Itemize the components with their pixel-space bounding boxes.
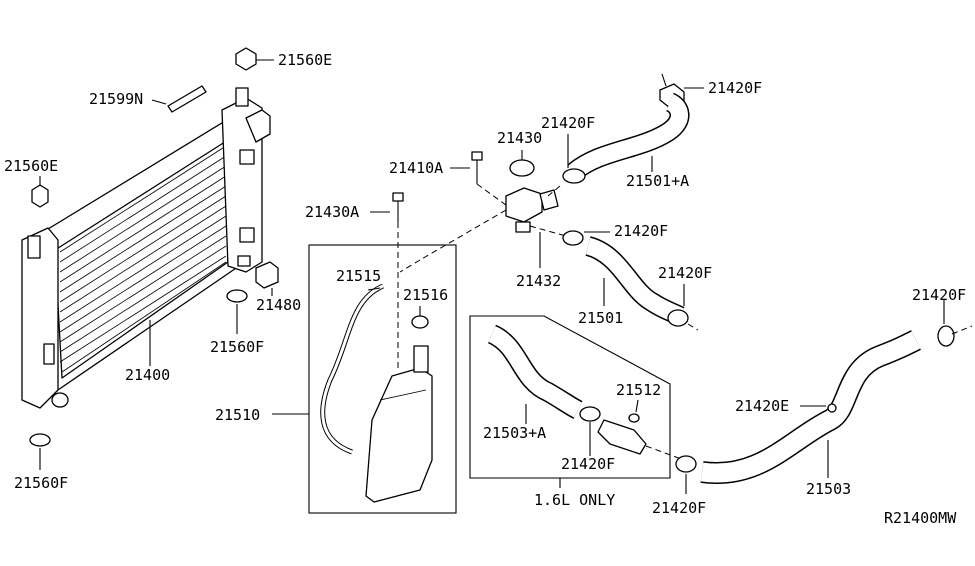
clamp-21420f-hose-end — [667, 284, 689, 327]
label-21430a: 21430A — [305, 203, 359, 221]
label-21420e: 21420E — [735, 397, 789, 415]
label-21599n: 21599N — [89, 90, 143, 108]
label-21480: 21480 — [256, 296, 301, 314]
reservoir-tank-21510 — [365, 345, 433, 503]
reservoir-box — [308, 244, 457, 514]
clamp-21420e — [800, 403, 837, 413]
bolt-21410a — [450, 151, 483, 184]
label-21400: 21400 — [125, 366, 170, 384]
label-21503: 21503 — [806, 480, 851, 498]
label-1-6l-only: 1.6L ONLY — [534, 491, 615, 509]
clamp-21420f-right — [937, 300, 955, 347]
bolt-21430a — [370, 192, 404, 222]
grommet-21560e-top — [235, 47, 274, 71]
mount-rubber-21560f-bottom — [29, 433, 51, 470]
label-21560f-mid: 21560F — [210, 338, 264, 356]
bracket-21480 — [255, 261, 279, 296]
mount-rubber-21560f-mid — [226, 289, 248, 334]
clamp-21420f-upper — [562, 134, 586, 184]
pipe-21512 — [597, 399, 647, 455]
seal-strip-21599n — [151, 85, 207, 113]
label-21420f-lower: 21420F — [652, 499, 706, 517]
radiator-cap-21430 — [509, 150, 535, 177]
label-21420f-hose-end: 21420F — [658, 264, 712, 282]
gasket-21432 — [515, 221, 541, 268]
label-21560e-top: 21560E — [278, 51, 332, 69]
label-21560e-left: 21560E — [4, 157, 58, 175]
reservoir-cap-21516 — [411, 306, 429, 329]
label-21420f-right: 21420F — [912, 286, 966, 304]
label-21515: 21515 — [336, 267, 381, 285]
label-21510: 21510 — [215, 406, 260, 424]
clamp-21420f-lower — [675, 455, 697, 494]
clamp-21420f-mid — [562, 230, 610, 246]
label-21420f-upper: 21420F — [541, 114, 595, 132]
label-21420f-mid: 21420F — [614, 222, 668, 240]
label-21560f-bottom: 21560F — [14, 474, 68, 492]
drawing-code: R21400MW — [884, 509, 957, 527]
radiator-core — [21, 87, 271, 409]
label-21501a: 21501+A — [626, 172, 689, 190]
clamp-21420f-box — [579, 406, 601, 456]
label-21410a: 21410A — [389, 159, 443, 177]
label-21420f-box: 21420F — [561, 455, 615, 473]
grommet-21560e-left — [31, 176, 49, 208]
label-21420f-cap: 21420F — [708, 79, 762, 97]
engine-variant-box — [469, 315, 671, 479]
label-21501: 21501 — [578, 309, 623, 327]
label-21503a: 21503+A — [483, 424, 546, 442]
label-21432: 21432 — [516, 272, 561, 290]
label-21430: 21430 — [497, 129, 542, 147]
water-outlet-housing — [505, 187, 559, 223]
label-21512: 21512 — [616, 381, 661, 399]
label-21516: 21516 — [403, 286, 448, 304]
